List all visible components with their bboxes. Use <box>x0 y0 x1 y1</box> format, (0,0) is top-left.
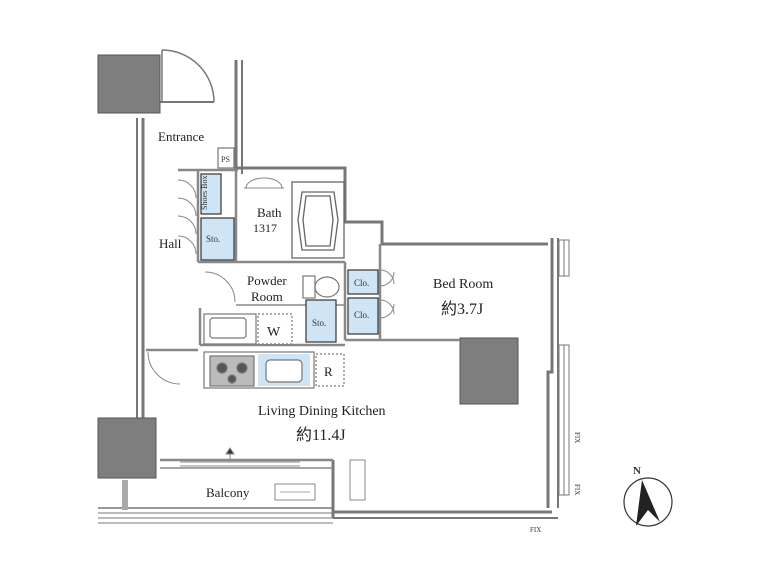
balcony-post <box>122 480 128 510</box>
ldk-label: Living Dining Kitchen <box>258 404 386 419</box>
entrance-label: Entrance <box>158 129 204 144</box>
refrigerator-label: R <box>324 364 333 379</box>
hall-label: Hall <box>159 236 182 251</box>
bath-door-arc <box>245 177 283 189</box>
column-top-left <box>97 54 161 114</box>
powder-room-label-2: Room <box>251 289 283 304</box>
column-bottom-left <box>97 417 157 479</box>
fix-bottom-label: FIX <box>530 526 541 534</box>
ldk-size-label: 約11.4J <box>296 426 346 444</box>
bathtub <box>291 181 345 259</box>
balcony-window <box>180 447 300 467</box>
fix-side-lower-label: FIX <box>573 484 581 495</box>
kitchen-counter <box>203 351 315 389</box>
hall-storage-label: Sto. <box>206 234 220 244</box>
refrigerator-space <box>315 353 345 387</box>
closet-upper <box>347 269 379 295</box>
powder-door <box>204 271 236 303</box>
closet-doors <box>379 269 395 319</box>
closet-lower <box>347 297 379 335</box>
exterior-walls <box>98 60 559 524</box>
washer-label: W <box>267 325 281 340</box>
fix-side-upper-label: FIX <box>573 432 581 443</box>
powder-storage-label: Sto. <box>312 318 326 328</box>
hall-storage <box>200 217 235 261</box>
bath-size-label: 1317 <box>253 221 277 235</box>
toilet <box>302 275 340 299</box>
ps-box <box>217 147 235 169</box>
powder-room-label-1: Powder <box>247 273 287 288</box>
balcony-label: Balcony <box>206 485 250 500</box>
closet-lower-label: Clo. <box>354 310 369 320</box>
interior-walls <box>146 168 460 469</box>
ldk-door <box>147 351 181 385</box>
powder-storage <box>305 299 337 343</box>
entrance-door <box>161 49 215 103</box>
shoes-box-label: Shoes Box <box>200 176 209 210</box>
bed-room-label: Bed Room <box>433 277 493 292</box>
balcony-partition <box>349 459 366 501</box>
right-window <box>558 239 570 496</box>
north-compass-icon: N <box>623 465 673 527</box>
washer-space <box>257 313 293 345</box>
column-bedroom <box>459 337 519 405</box>
bed-room-size-label: 約3.7J <box>441 300 483 318</box>
closet-upper-label: Clo. <box>354 278 369 288</box>
ps-label: PS <box>221 155 230 164</box>
hall-doors <box>177 179 197 255</box>
bath-label: Bath <box>257 205 282 220</box>
shoes-box <box>200 173 222 215</box>
powder-sink <box>203 313 257 345</box>
north-label: N <box>633 465 641 477</box>
